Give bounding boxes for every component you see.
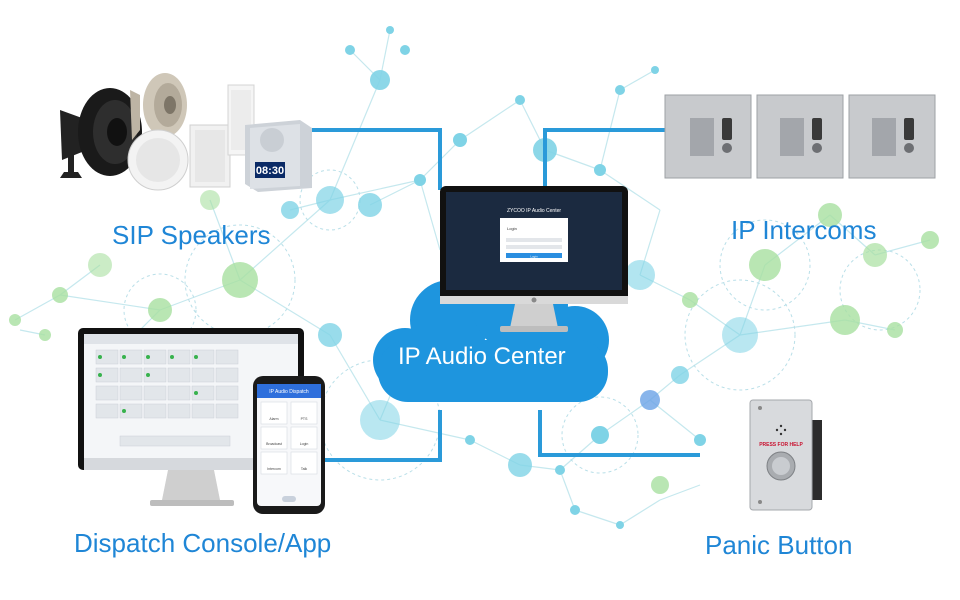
monitor-login-heading: Login xyxy=(507,226,517,231)
phone-tile-broadcast: Broadcast xyxy=(266,442,282,446)
horn-speaker-beige xyxy=(130,73,187,140)
horn-speaker-black xyxy=(60,88,142,178)
monitor-title: ZYCOO IP Audio Center xyxy=(507,208,561,214)
column-speaker xyxy=(227,84,255,156)
label-panic-button: Panic Button xyxy=(705,530,853,560)
center-monitor: ZYCOO IP Audio Center Login Login xyxy=(440,186,628,332)
phone-app-title: IP Audio Dispatch xyxy=(269,389,309,395)
connection-lines xyxy=(310,128,700,462)
ceiling-speaker xyxy=(127,129,189,191)
wall-speaker xyxy=(189,124,231,188)
sip-speakers-image: 08:30 xyxy=(60,73,312,192)
phone-tile-login: Login xyxy=(300,442,309,446)
console-status-dots xyxy=(98,355,198,413)
phone-tile-talk: Talk xyxy=(301,467,307,471)
intercom-panel-3 xyxy=(848,94,936,179)
panic-button-image: PRESS FOR HELP xyxy=(749,399,822,511)
phone-app-image: IP Audio Dispatch Alarm PTS Broadcast Lo… xyxy=(253,376,325,514)
phone-tile-alarm: Alarm xyxy=(269,417,278,421)
label-dispatch-console: Dispatch Console/App xyxy=(74,528,332,558)
clock-speaker: 08:30 xyxy=(245,120,312,192)
console-grid xyxy=(95,349,239,447)
intercom-panel-1 xyxy=(664,94,752,179)
phone-tile-pts: PTS xyxy=(301,417,308,421)
phone-tile-intercom: Intercom xyxy=(267,467,281,471)
label-sip-speakers: SIP Speakers xyxy=(112,220,271,250)
clock-display: 08:30 xyxy=(256,165,284,177)
panic-plate-text: PRESS FOR HELP xyxy=(759,442,803,448)
intercom-panel-2 xyxy=(756,94,844,179)
label-ip-intercoms: IP Intercoms xyxy=(731,215,877,245)
monitor-login-button: Login xyxy=(530,255,538,259)
ip-intercoms-image xyxy=(664,94,936,179)
dispatch-console-image xyxy=(78,328,304,506)
label-ip-audio-center: IP Audio Center xyxy=(398,343,566,370)
